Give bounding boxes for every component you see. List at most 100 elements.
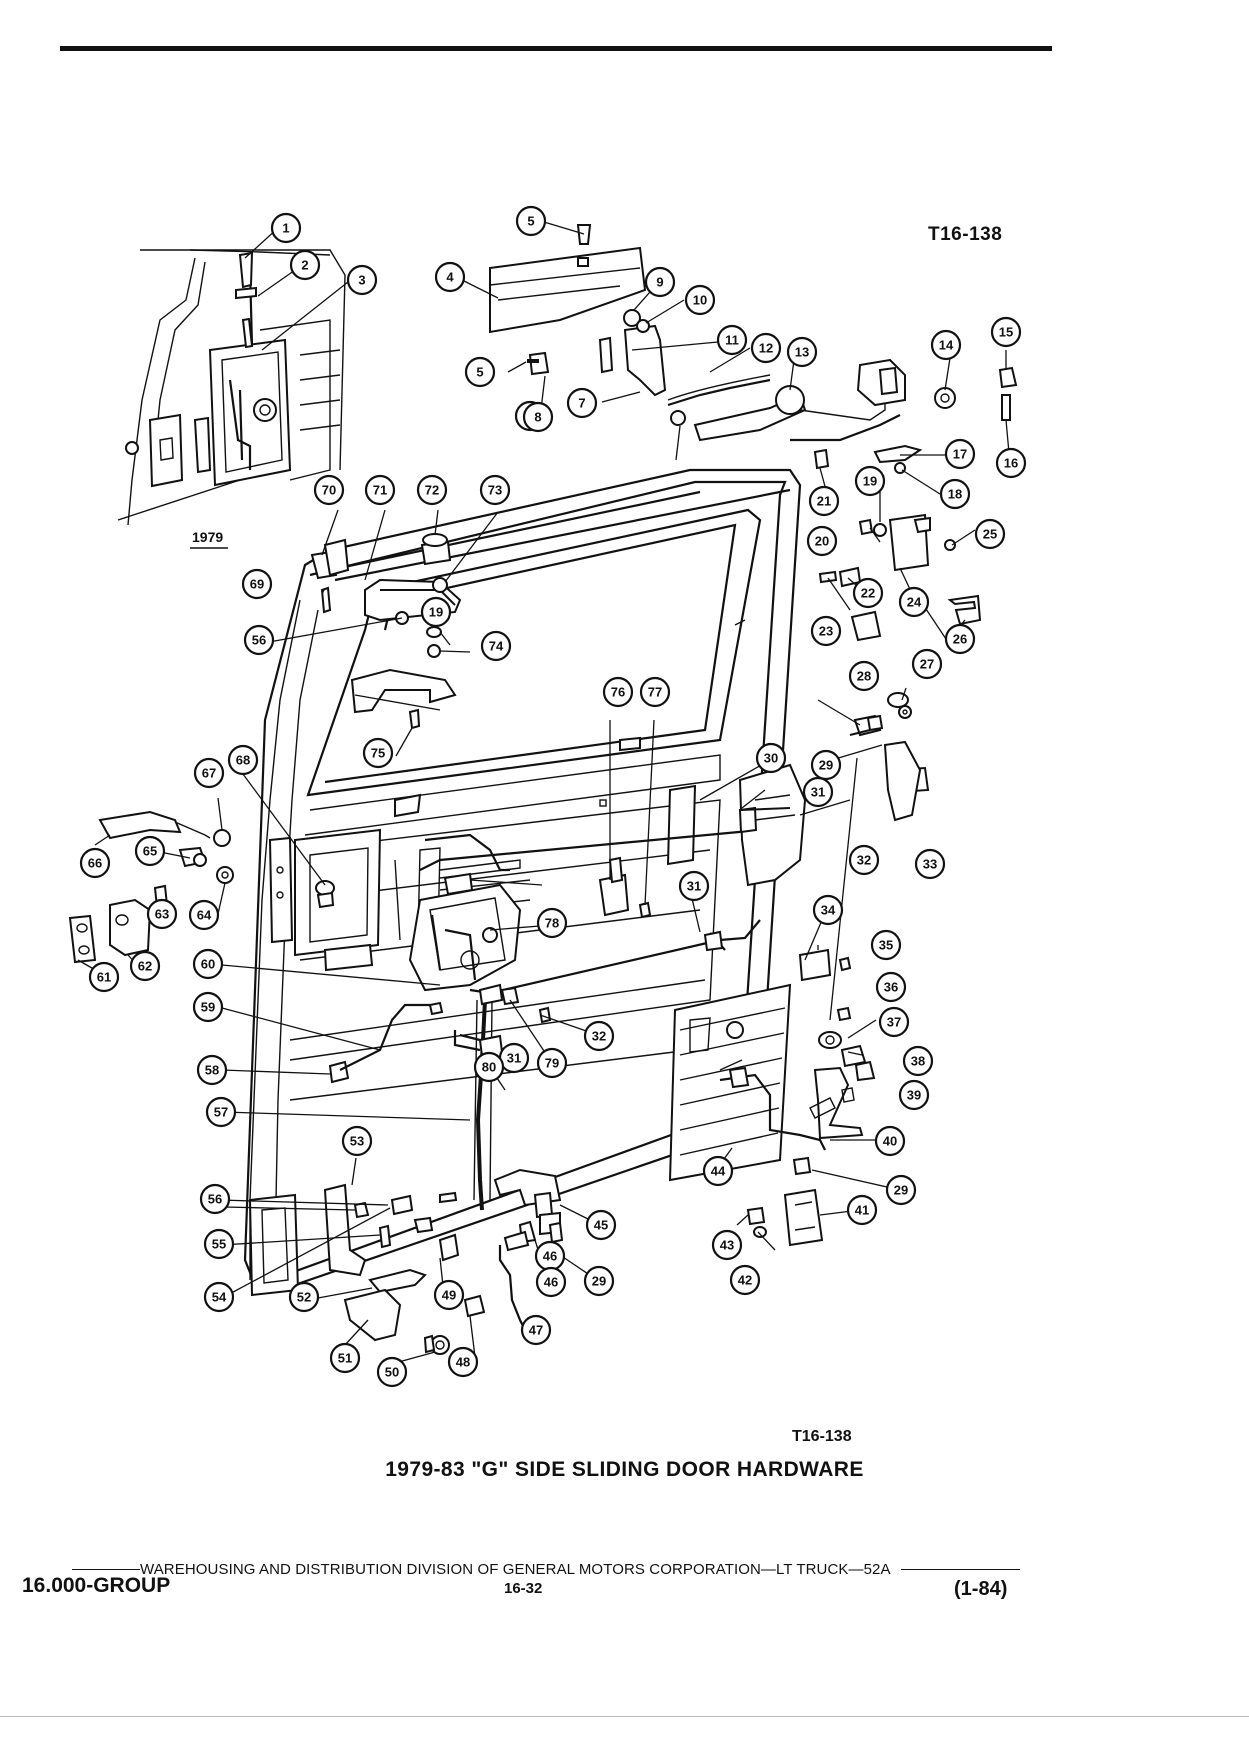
callout-number: 19 bbox=[863, 474, 877, 489]
callout-48: 48 bbox=[447, 1346, 479, 1378]
callout-63: 63 bbox=[146, 898, 178, 930]
callout-76: 76 bbox=[602, 676, 634, 708]
callout-number: 32 bbox=[592, 1029, 606, 1044]
callout-55: 55 bbox=[203, 1228, 235, 1260]
callout-64: 64 bbox=[188, 899, 220, 931]
callout-circle bbox=[875, 971, 907, 1003]
callout-17: 17 bbox=[944, 438, 976, 470]
callout-33: 33 bbox=[914, 848, 946, 880]
callout-19: 19 bbox=[854, 465, 886, 497]
callout-number: 32 bbox=[857, 853, 871, 868]
callout-circle bbox=[974, 518, 1006, 550]
callout-circle bbox=[750, 332, 782, 364]
callout-2: 2 bbox=[289, 249, 321, 281]
callout-number: 15 bbox=[999, 325, 1013, 340]
callout-number: 58 bbox=[205, 1063, 219, 1078]
callout-circle bbox=[192, 948, 224, 980]
callout-number: 49 bbox=[442, 1288, 456, 1303]
callout-number: 59 bbox=[201, 1000, 215, 1015]
callout-21: 21 bbox=[808, 485, 840, 517]
callout-number: 53 bbox=[350, 1134, 364, 1149]
callout-number: 16 bbox=[1004, 456, 1018, 471]
callout-22: 22 bbox=[852, 577, 884, 609]
callout-circle bbox=[479, 474, 511, 506]
callout-number: 3 bbox=[358, 273, 365, 288]
callout-29: 29 bbox=[810, 749, 842, 781]
callout-15: 15 bbox=[990, 316, 1022, 348]
callout-number: 19 bbox=[429, 605, 443, 620]
callout-number: 42 bbox=[738, 1273, 752, 1288]
callout-circle bbox=[848, 844, 880, 876]
callout-number: 68 bbox=[236, 753, 250, 768]
callout-number: 22 bbox=[861, 586, 875, 601]
inset-year-label: 1979 bbox=[192, 529, 223, 545]
callout-number: 1 bbox=[282, 221, 289, 236]
callout-29: 29 bbox=[885, 1174, 917, 1206]
callout-20: 20 bbox=[806, 525, 838, 557]
callout-circle bbox=[944, 623, 976, 655]
callout-circle bbox=[205, 1096, 237, 1128]
callout-circle bbox=[729, 1264, 761, 1296]
revision-date: (1-84) bbox=[954, 1578, 1008, 1600]
callout-number: 79 bbox=[545, 1056, 559, 1071]
callout-number: 20 bbox=[815, 534, 829, 549]
figure-code-top: T16-138 bbox=[928, 224, 1003, 245]
callout-35: 35 bbox=[870, 929, 902, 961]
callout-bubbles: 1234556789101112131415161718191920212223… bbox=[79, 205, 1027, 1388]
callout-number: 62 bbox=[138, 959, 152, 974]
callout-78: 78 bbox=[536, 907, 568, 939]
callout-71: 71 bbox=[364, 474, 396, 506]
callout-circle bbox=[289, 249, 321, 281]
callout-circle bbox=[566, 387, 598, 419]
callout-circle bbox=[520, 1314, 552, 1346]
callout-number: 75 bbox=[371, 746, 385, 761]
callout-circle bbox=[583, 1020, 615, 1052]
callout-number: 69 bbox=[250, 577, 264, 592]
callout-circle bbox=[88, 961, 120, 993]
footer-publisher-text: WAREHOUSING AND DISTRIBUTION DIVISION OF… bbox=[140, 1561, 891, 1578]
callout-19: 19 bbox=[420, 596, 452, 628]
callout-number: 41 bbox=[855, 1203, 869, 1218]
callout-circle bbox=[810, 615, 842, 647]
callout-26: 26 bbox=[944, 623, 976, 655]
callout-number: 80 bbox=[482, 1060, 496, 1075]
callout-69: 69 bbox=[241, 568, 273, 600]
callout-circle bbox=[939, 478, 971, 510]
callout-number: 31 bbox=[687, 879, 701, 894]
callout-number: 11 bbox=[725, 333, 739, 348]
callout-8: 8 bbox=[522, 401, 554, 433]
callout-number: 9 bbox=[656, 275, 663, 290]
callout-74: 74 bbox=[480, 630, 512, 662]
callout-58: 58 bbox=[196, 1054, 228, 1086]
callout-39: 39 bbox=[898, 1079, 930, 1111]
footer-rule-right bbox=[900, 1569, 1020, 1570]
lower-hardware bbox=[323, 740, 922, 1355]
callout-number: 51 bbox=[338, 1351, 352, 1366]
callout-46: 46 bbox=[534, 1240, 566, 1272]
callout-79: 79 bbox=[536, 1047, 568, 1079]
callout-23: 23 bbox=[810, 615, 842, 647]
callout-number: 5 bbox=[527, 214, 534, 229]
callout-circle bbox=[639, 676, 671, 708]
callout-32: 32 bbox=[848, 844, 880, 876]
callout-number: 64 bbox=[197, 908, 212, 923]
callout-number: 57 bbox=[214, 1105, 228, 1120]
callout-3: 3 bbox=[346, 264, 378, 296]
callout-circle bbox=[243, 624, 275, 656]
callout-circle bbox=[898, 586, 930, 618]
callout-circle bbox=[870, 929, 902, 961]
callout-57: 57 bbox=[205, 1096, 237, 1128]
callout-9: 9 bbox=[644, 266, 676, 298]
callout-45: 45 bbox=[585, 1209, 617, 1241]
callout-number: 72 bbox=[425, 483, 439, 498]
callout-77: 77 bbox=[639, 676, 671, 708]
callout-circle bbox=[146, 898, 178, 930]
callout-72: 72 bbox=[416, 474, 448, 506]
callout-1: 1 bbox=[270, 212, 302, 244]
callout-66: 66 bbox=[79, 847, 111, 879]
top-rule bbox=[60, 46, 1052, 51]
figure-code-bottom: T16-138 bbox=[792, 1428, 852, 1445]
leader-lines bbox=[77, 221, 1010, 1366]
callout-circle bbox=[810, 749, 842, 781]
callout-circle bbox=[802, 776, 834, 808]
